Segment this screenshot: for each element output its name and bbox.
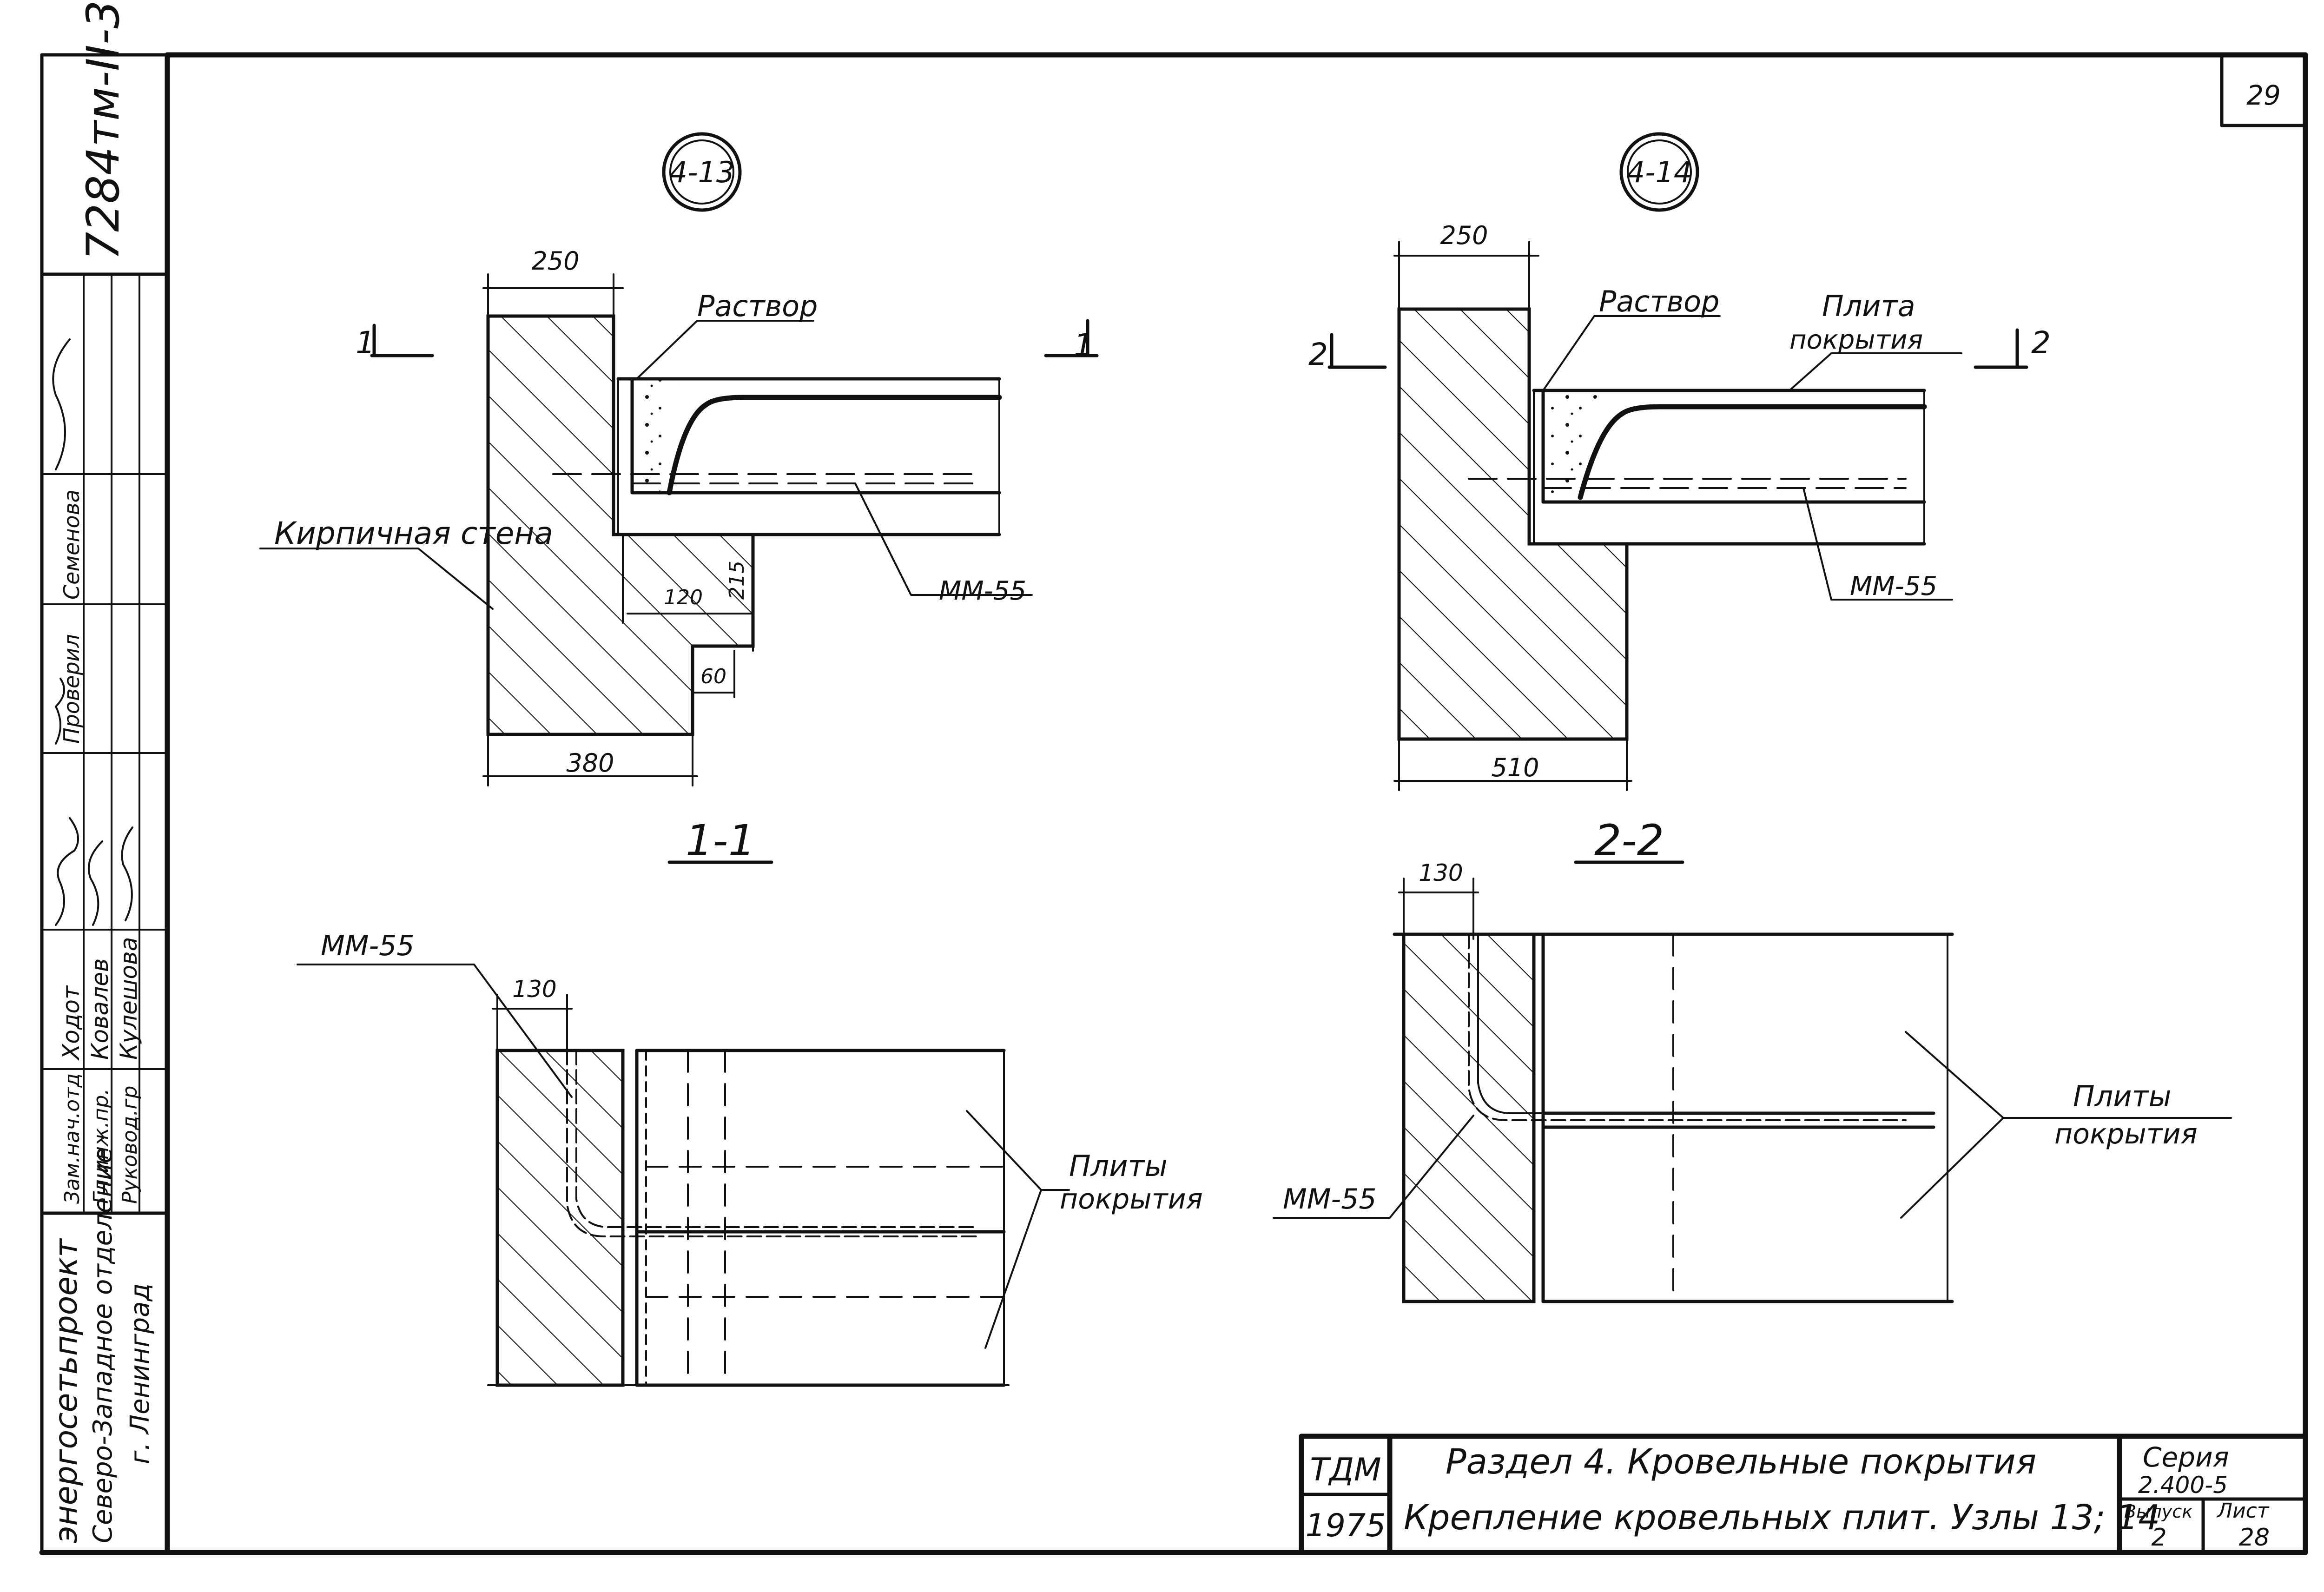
label-4-13-anchor: ММ-55 bbox=[939, 576, 1026, 606]
dim-4-13-ledge: 120 bbox=[664, 586, 703, 609]
label-4-13-wall-text: Кирпичная стена bbox=[274, 515, 553, 551]
node-4-14 bbox=[1327, 132, 2028, 791]
section-label-2-2: 2-2 bbox=[1594, 816, 1664, 865]
title-line-1: Раздел 4. Кровельные покрытия bbox=[1446, 1442, 2036, 1482]
org-branch: Северо-Западное отделение bbox=[88, 1147, 118, 1543]
section-mark-1-right: 1 bbox=[1074, 327, 1093, 363]
node-4-13 bbox=[259, 132, 1099, 786]
title-org-code: ТДМ bbox=[1310, 1452, 1381, 1488]
stamp-name-semenova: Семенова bbox=[59, 489, 84, 600]
stamp-role-2: Гл.инж.пр. bbox=[89, 1089, 113, 1204]
stamp-role-checked: Проверил bbox=[59, 634, 84, 744]
node-marker-4-14 bbox=[1619, 132, 1699, 212]
stamp-name-2: Ковалев bbox=[86, 958, 113, 1060]
section-mark-1-left: 1 bbox=[356, 325, 375, 361]
label-2-2-slabs-2: покрытия bbox=[2054, 1118, 2198, 1150]
signature-scribbles bbox=[52, 338, 133, 926]
sheet-value: 28 bbox=[2239, 1524, 2270, 1552]
label-2-2-anchor: ММ-55 bbox=[1283, 1183, 1377, 1215]
label-1-1-slabs-2: покрытия bbox=[1060, 1183, 1203, 1215]
title-block bbox=[1299, 1433, 2308, 1555]
wall-section-2-2 bbox=[1402, 932, 1536, 1303]
label-4-14-mortar: Раствор bbox=[1599, 284, 1719, 318]
label-1-1-anchor: ММ-55 bbox=[321, 930, 415, 962]
dim-4-13-ledge-height: 215 bbox=[725, 561, 749, 600]
section-1-1 bbox=[297, 860, 1070, 1387]
label-1-1-slabs-1: Плиты bbox=[1069, 1149, 1168, 1183]
section-mark-2-left: 2 bbox=[1308, 337, 1328, 372]
stamp-role-3: Руковод.гр bbox=[118, 1086, 142, 1204]
label-4-14-anchor: ММ-55 bbox=[1850, 571, 1937, 601]
org-name: энергосетьпроект bbox=[48, 1238, 85, 1543]
section-label-1-1: 1-1 bbox=[686, 816, 755, 865]
node-marker-4-13 bbox=[662, 132, 742, 212]
wall-section-1-1 bbox=[495, 1049, 625, 1387]
page-number: 29 bbox=[2246, 79, 2281, 111]
title-year: 1975 bbox=[1305, 1507, 1386, 1544]
org-city: г. Ленинград bbox=[125, 1283, 155, 1464]
label-4-13-wall: Кирпичная стена bbox=[274, 515, 553, 551]
dim-4-14-total: 510 bbox=[1491, 753, 1539, 782]
title-line-2: Крепление кровельных плит. Узлы 13; 14 bbox=[1404, 1498, 2160, 1538]
left-stamp bbox=[40, 272, 169, 1215]
dim-4-13-total: 380 bbox=[566, 748, 614, 778]
brick-wall-2 bbox=[1397, 307, 1629, 741]
label-4-13-mortar: Раствор bbox=[697, 289, 818, 323]
dim-4-14-wall: 250 bbox=[1440, 221, 1488, 250]
node-label-4-13: 4-13 bbox=[669, 155, 735, 189]
dim-2-2-embed: 130 bbox=[1419, 859, 1463, 886]
section-mark-2-right: 2 bbox=[2031, 325, 2051, 361]
issue-value: 2 bbox=[2151, 1524, 2166, 1552]
series-value: 2.400-5 bbox=[2138, 1472, 2228, 1499]
series-label: Серия bbox=[2143, 1441, 2229, 1473]
dim-1-1-embed: 130 bbox=[512, 976, 556, 1003]
label-4-14-slab-1: Плита bbox=[1822, 289, 1915, 323]
issue-label: Выпуск bbox=[2124, 1501, 2192, 1522]
stamp-name-1: Ходот bbox=[58, 985, 85, 1061]
project-code: 7284тм-II-30 bbox=[77, 0, 129, 260]
stamp-name-3: Кулешова bbox=[115, 937, 142, 1060]
stamp-role-1: Зам.нач.отд bbox=[60, 1073, 84, 1204]
sheet-frame bbox=[39, 52, 2308, 1555]
section-2-2 bbox=[1273, 860, 2232, 1303]
sheet-label: Лист bbox=[2216, 1499, 2270, 1523]
dim-4-13-step: 60 bbox=[700, 665, 726, 688]
label-2-2-slabs-1: Плиты bbox=[2073, 1079, 2172, 1113]
node-label-4-14: 4-14 bbox=[1627, 155, 1692, 189]
label-4-14-slab-2: покрытия bbox=[1789, 325, 1923, 355]
dim-4-13-wall: 250 bbox=[531, 246, 579, 276]
